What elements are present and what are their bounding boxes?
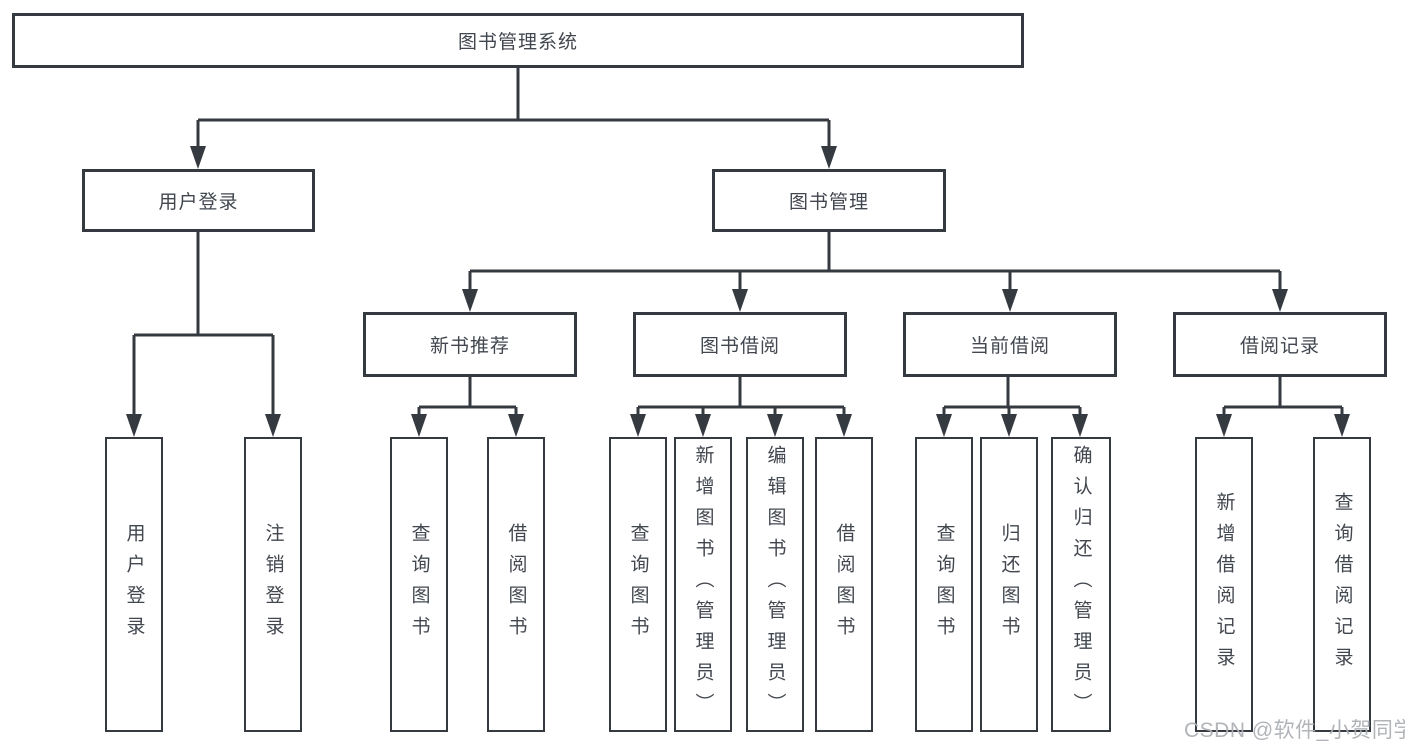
leaf-query-borrow-record-label: 查询借阅记录 (1331, 491, 1353, 678)
node-current-borrow: 当前借阅 (903, 312, 1117, 377)
node-current-borrow-label: 当前借阅 (969, 336, 1050, 357)
node-root-label: 图书管理系统 (457, 32, 578, 53)
leaf-edit-book-admin: 编辑图书（管理员） (746, 437, 804, 732)
leaf-query-borrow-record: 查询借阅记录 (1313, 437, 1371, 732)
leaf-user-login-label: 用户登录 (123, 522, 145, 647)
leaf-current-query-books: 查询图书 (915, 437, 973, 732)
node-book-borrow-label: 图书借阅 (699, 336, 780, 357)
leaf-confirm-return-admin-label: 确认归还（管理员） (1070, 445, 1092, 724)
node-root: 图书管理系统 (12, 13, 1024, 68)
leaf-recommend-borrow-books: 借阅图书 (487, 437, 545, 732)
leaf-add-borrow-record: 新增借阅记录 (1195, 437, 1253, 732)
leaf-return-book-label: 归还图书 (998, 522, 1020, 647)
leaf-borrow-books: 借阅图书 (815, 437, 873, 732)
leaf-confirm-return-admin: 确认归还（管理员） (1051, 437, 1111, 732)
leaf-user-login: 用户登录 (105, 437, 163, 732)
watermark-text: CSDN @软件_小贺同学 (1184, 719, 1405, 742)
leaf-add-borrow-record-label: 新增借阅记录 (1213, 491, 1235, 678)
node-user-login: 用户登录 (82, 169, 315, 232)
leaf-add-book-admin: 新增图书（管理员） (674, 437, 732, 732)
leaf-borrow-query-books-label: 查询图书 (627, 522, 649, 647)
node-new-book-recommend: 新书推荐 (363, 312, 577, 377)
leaf-edit-book-admin-label: 编辑图书（管理员） (764, 445, 786, 724)
leaf-borrow-books-label: 借阅图书 (833, 522, 855, 647)
node-borrow-records-label: 借阅记录 (1239, 336, 1320, 357)
leaf-current-query-books-label: 查询图书 (933, 522, 955, 647)
arrowheads (126, 146, 1350, 437)
leaf-recommend-query-books: 查询图书 (390, 437, 448, 732)
node-new-book-recommend-label: 新书推荐 (429, 336, 510, 357)
leaf-recommend-borrow-books-label: 借阅图书 (505, 522, 527, 647)
leaf-borrow-query-books: 查询图书 (609, 437, 667, 732)
node-book-management: 图书管理 (712, 169, 946, 232)
node-user-login-label: 用户登录 (158, 192, 239, 213)
leaf-add-book-admin-label: 新增图书（管理员） (692, 445, 714, 724)
leaf-logout: 注销登录 (244, 437, 302, 732)
leaf-logout-label: 注销登录 (262, 522, 284, 647)
node-book-management-label: 图书管理 (788, 192, 869, 213)
leaf-recommend-query-books-label: 查询图书 (408, 522, 430, 647)
leaf-return-book: 归还图书 (980, 437, 1038, 732)
node-book-borrow: 图书借阅 (633, 312, 847, 377)
node-borrow-records: 借阅记录 (1173, 312, 1387, 377)
